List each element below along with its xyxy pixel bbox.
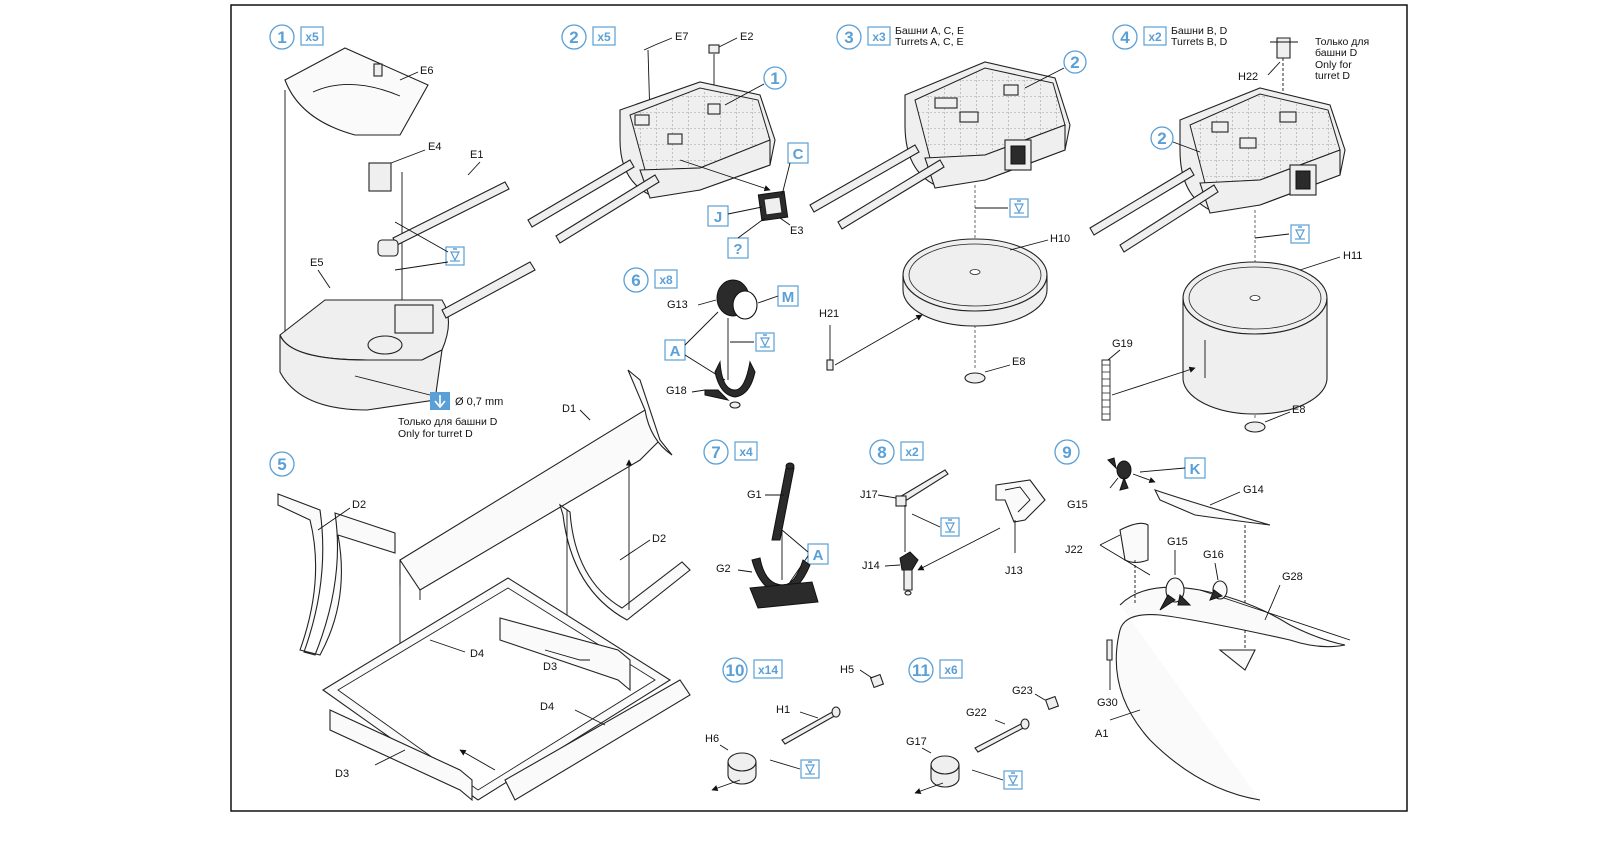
step-5: 5 D1 D2 D2 D4 D3 D4 D3 bbox=[269, 369, 691, 802]
part-label-h11: H11 bbox=[1343, 250, 1362, 262]
step-3-note-en: Turrets A, C, E bbox=[895, 36, 963, 48]
step-4-number: 4 bbox=[1120, 28, 1130, 47]
part-label-d4-back: D4 bbox=[470, 648, 484, 660]
paint-box-j: J bbox=[714, 209, 722, 226]
step-2: 2 x5 E7 E2 1 C J ? bbox=[527, 24, 809, 259]
part-label-d3-mid: D3 bbox=[543, 661, 557, 673]
paint-box-a-step6: A bbox=[670, 343, 681, 360]
part-label-e8-step3: E8 bbox=[1012, 356, 1025, 368]
step-2-ref-circle: 1 bbox=[770, 69, 779, 88]
part-label-j13: J13 bbox=[1005, 565, 1023, 577]
step-10: 10 x14 H5 H1 H6 bbox=[705, 657, 885, 792]
part-label-e2: E2 bbox=[740, 31, 753, 43]
h22-note-en-1: Only for bbox=[1315, 59, 1352, 71]
part-label-d1: D1 bbox=[562, 403, 576, 415]
step-4: 4 x2 Башни B, D Turrets B, D H22 Только … bbox=[1089, 24, 1369, 433]
sheet-frame bbox=[230, 4, 1408, 812]
part-label-j14: J14 bbox=[862, 560, 880, 572]
h22-note-ru-1: Только для bbox=[1315, 36, 1369, 48]
part-label-g16: G16 bbox=[1203, 549, 1224, 561]
part-label-e1: E1 bbox=[470, 149, 483, 161]
drill-note: Ø 0,7 mm bbox=[455, 396, 503, 408]
step-8-quantity: x2 bbox=[905, 445, 919, 459]
part-label-g17: G17 bbox=[906, 736, 927, 748]
step-11-quantity: x6 bbox=[944, 663, 958, 677]
part-label-e7: E7 bbox=[675, 31, 688, 43]
step-7: 7 x4 G1 A G2 bbox=[703, 439, 829, 609]
part-label-d2-left: D2 bbox=[352, 499, 366, 511]
part-label-g13: G13 bbox=[667, 299, 688, 311]
step-10-number: 10 bbox=[726, 661, 745, 680]
paint-box-c: C bbox=[793, 146, 804, 163]
paint-box-a-step7: A bbox=[813, 547, 824, 564]
step-4-quantity: x2 bbox=[1148, 30, 1162, 44]
part-label-a1: A1 bbox=[1095, 728, 1108, 740]
h22-note-ru-2: башни D bbox=[1315, 47, 1358, 59]
part-label-h1: H1 bbox=[776, 704, 790, 716]
step-9-number: 9 bbox=[1062, 443, 1071, 462]
part-label-j22: J22 bbox=[1065, 544, 1083, 556]
step-4-note-ru: Башни B, D bbox=[1171, 25, 1228, 37]
part-label-e4: E4 bbox=[428, 141, 441, 153]
step-3-ref-circle: 2 bbox=[1070, 53, 1079, 72]
step-7-number: 7 bbox=[711, 443, 720, 462]
part-label-d3-front: D3 bbox=[335, 768, 349, 780]
part-label-g28: G28 bbox=[1282, 571, 1303, 583]
step-10-quantity: x14 bbox=[758, 663, 778, 677]
paint-box-question: ? bbox=[733, 241, 742, 258]
part-label-g19: G19 bbox=[1112, 338, 1133, 350]
step-3-number: 3 bbox=[844, 28, 853, 47]
part-label-d4-front: D4 bbox=[540, 701, 554, 713]
part-label-e5: E5 bbox=[310, 257, 323, 269]
part-label-g2: G2 bbox=[716, 563, 731, 575]
step-11-number: 11 bbox=[912, 661, 930, 680]
step-2-quantity: x5 bbox=[597, 30, 611, 44]
part-label-g14: G14 bbox=[1243, 484, 1264, 496]
part-label-h22: H22 bbox=[1238, 71, 1258, 83]
step-4-note-en: Turrets B, D bbox=[1171, 36, 1228, 48]
paint-box-m: M bbox=[782, 289, 795, 306]
step-1-number: 1 bbox=[277, 28, 286, 47]
step-6-number: 6 bbox=[631, 271, 640, 290]
part-label-g22: G22 bbox=[966, 707, 987, 719]
step-8-number: 8 bbox=[877, 443, 886, 462]
part-label-h6: H6 bbox=[705, 733, 719, 745]
step-7-quantity: x4 bbox=[739, 445, 753, 459]
turret-d-note-ru: Только для башни D bbox=[398, 416, 498, 428]
part-label-e3: E3 bbox=[790, 225, 803, 237]
part-label-h10: H10 bbox=[1050, 233, 1070, 245]
part-label-j17: J17 bbox=[860, 489, 878, 501]
paint-box-k: K bbox=[1190, 461, 1201, 478]
step-4-ref-circle: 2 bbox=[1157, 129, 1166, 148]
part-label-g23: G23 bbox=[1012, 685, 1033, 697]
step-8: 8 x2 J17 J14 J13 bbox=[860, 439, 1046, 596]
part-label-g15-mid: G15 bbox=[1167, 536, 1188, 548]
step-2-number: 2 bbox=[569, 28, 578, 47]
step-1: 1 x5 E6 E4 E1 E5 Ø 0, bbox=[269, 24, 536, 440]
part-label-h21: H21 bbox=[819, 308, 839, 320]
step-3-note-ru: Башни A, C, E bbox=[895, 25, 964, 37]
part-label-e6: E6 bbox=[420, 65, 433, 77]
part-label-g30: G30 bbox=[1097, 697, 1118, 709]
part-label-d2-right: D2 bbox=[652, 533, 666, 545]
h22-note-en-2: turret D bbox=[1315, 70, 1350, 82]
step-3: 3 x3 Башни A, C, E Turrets A, C, E 2 H10… bbox=[809, 24, 1087, 384]
part-label-g1: G1 bbox=[747, 489, 762, 501]
part-label-g15-top: G15 bbox=[1067, 499, 1088, 511]
step-11: 11 x6 G23 G22 G17 bbox=[906, 657, 1060, 795]
part-label-e8-step4: E8 bbox=[1292, 404, 1305, 416]
turret-d-note-en: Only for turret D bbox=[398, 428, 473, 440]
step-5-number: 5 bbox=[277, 455, 286, 474]
step-1-quantity: x5 bbox=[305, 30, 319, 44]
part-label-h5: H5 bbox=[840, 664, 854, 676]
part-label-g18: G18 bbox=[666, 385, 687, 397]
step-3-quantity: x3 bbox=[872, 30, 886, 44]
step-9: 9 G15 K G14 A1 J22 G15 G16 bbox=[1054, 439, 1351, 801]
step-6: 6 x8 G13 M A G18 bbox=[623, 267, 799, 409]
step-6-quantity: x8 bbox=[659, 273, 673, 287]
